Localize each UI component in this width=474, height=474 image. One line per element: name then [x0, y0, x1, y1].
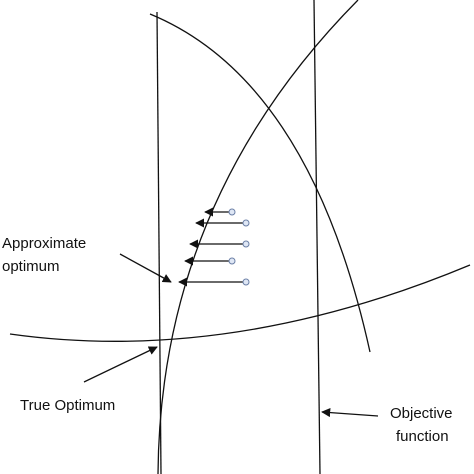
- approximate-optimum-label-line1: Approximate: [2, 235, 86, 252]
- approximate-optimum-label-line2: optimum: [2, 258, 60, 275]
- search-point-marker: [242, 219, 250, 227]
- vertical-boundary-right: [313, 0, 321, 474]
- search-arrow-5: [178, 277, 250, 287]
- search-point-marker: [242, 240, 250, 248]
- search-arrow-2: [195, 218, 250, 228]
- constraint-curve-horizontal: [9, 264, 471, 342]
- constraint-curve-ascending: [157, 0, 359, 474]
- vertical-boundary-left: [156, 11, 162, 474]
- approximate-optimum-pointer: [119, 253, 172, 283]
- objective-function-label-line2: function: [396, 428, 449, 445]
- search-point-marker: [228, 208, 236, 216]
- search-arrow-1: [204, 207, 236, 217]
- true-optimum-label: True Optimum: [20, 397, 115, 414]
- objective-function-label-line1: Objective: [390, 405, 453, 422]
- search-arrow-3: [189, 239, 250, 249]
- constraint-curve-descending: [149, 13, 371, 353]
- search-point-marker: [228, 257, 236, 265]
- search-arrow-4: [184, 256, 236, 266]
- true-optimum-pointer: [83, 346, 158, 383]
- search-point-marker: [242, 278, 250, 286]
- objective-function-pointer: [321, 408, 379, 418]
